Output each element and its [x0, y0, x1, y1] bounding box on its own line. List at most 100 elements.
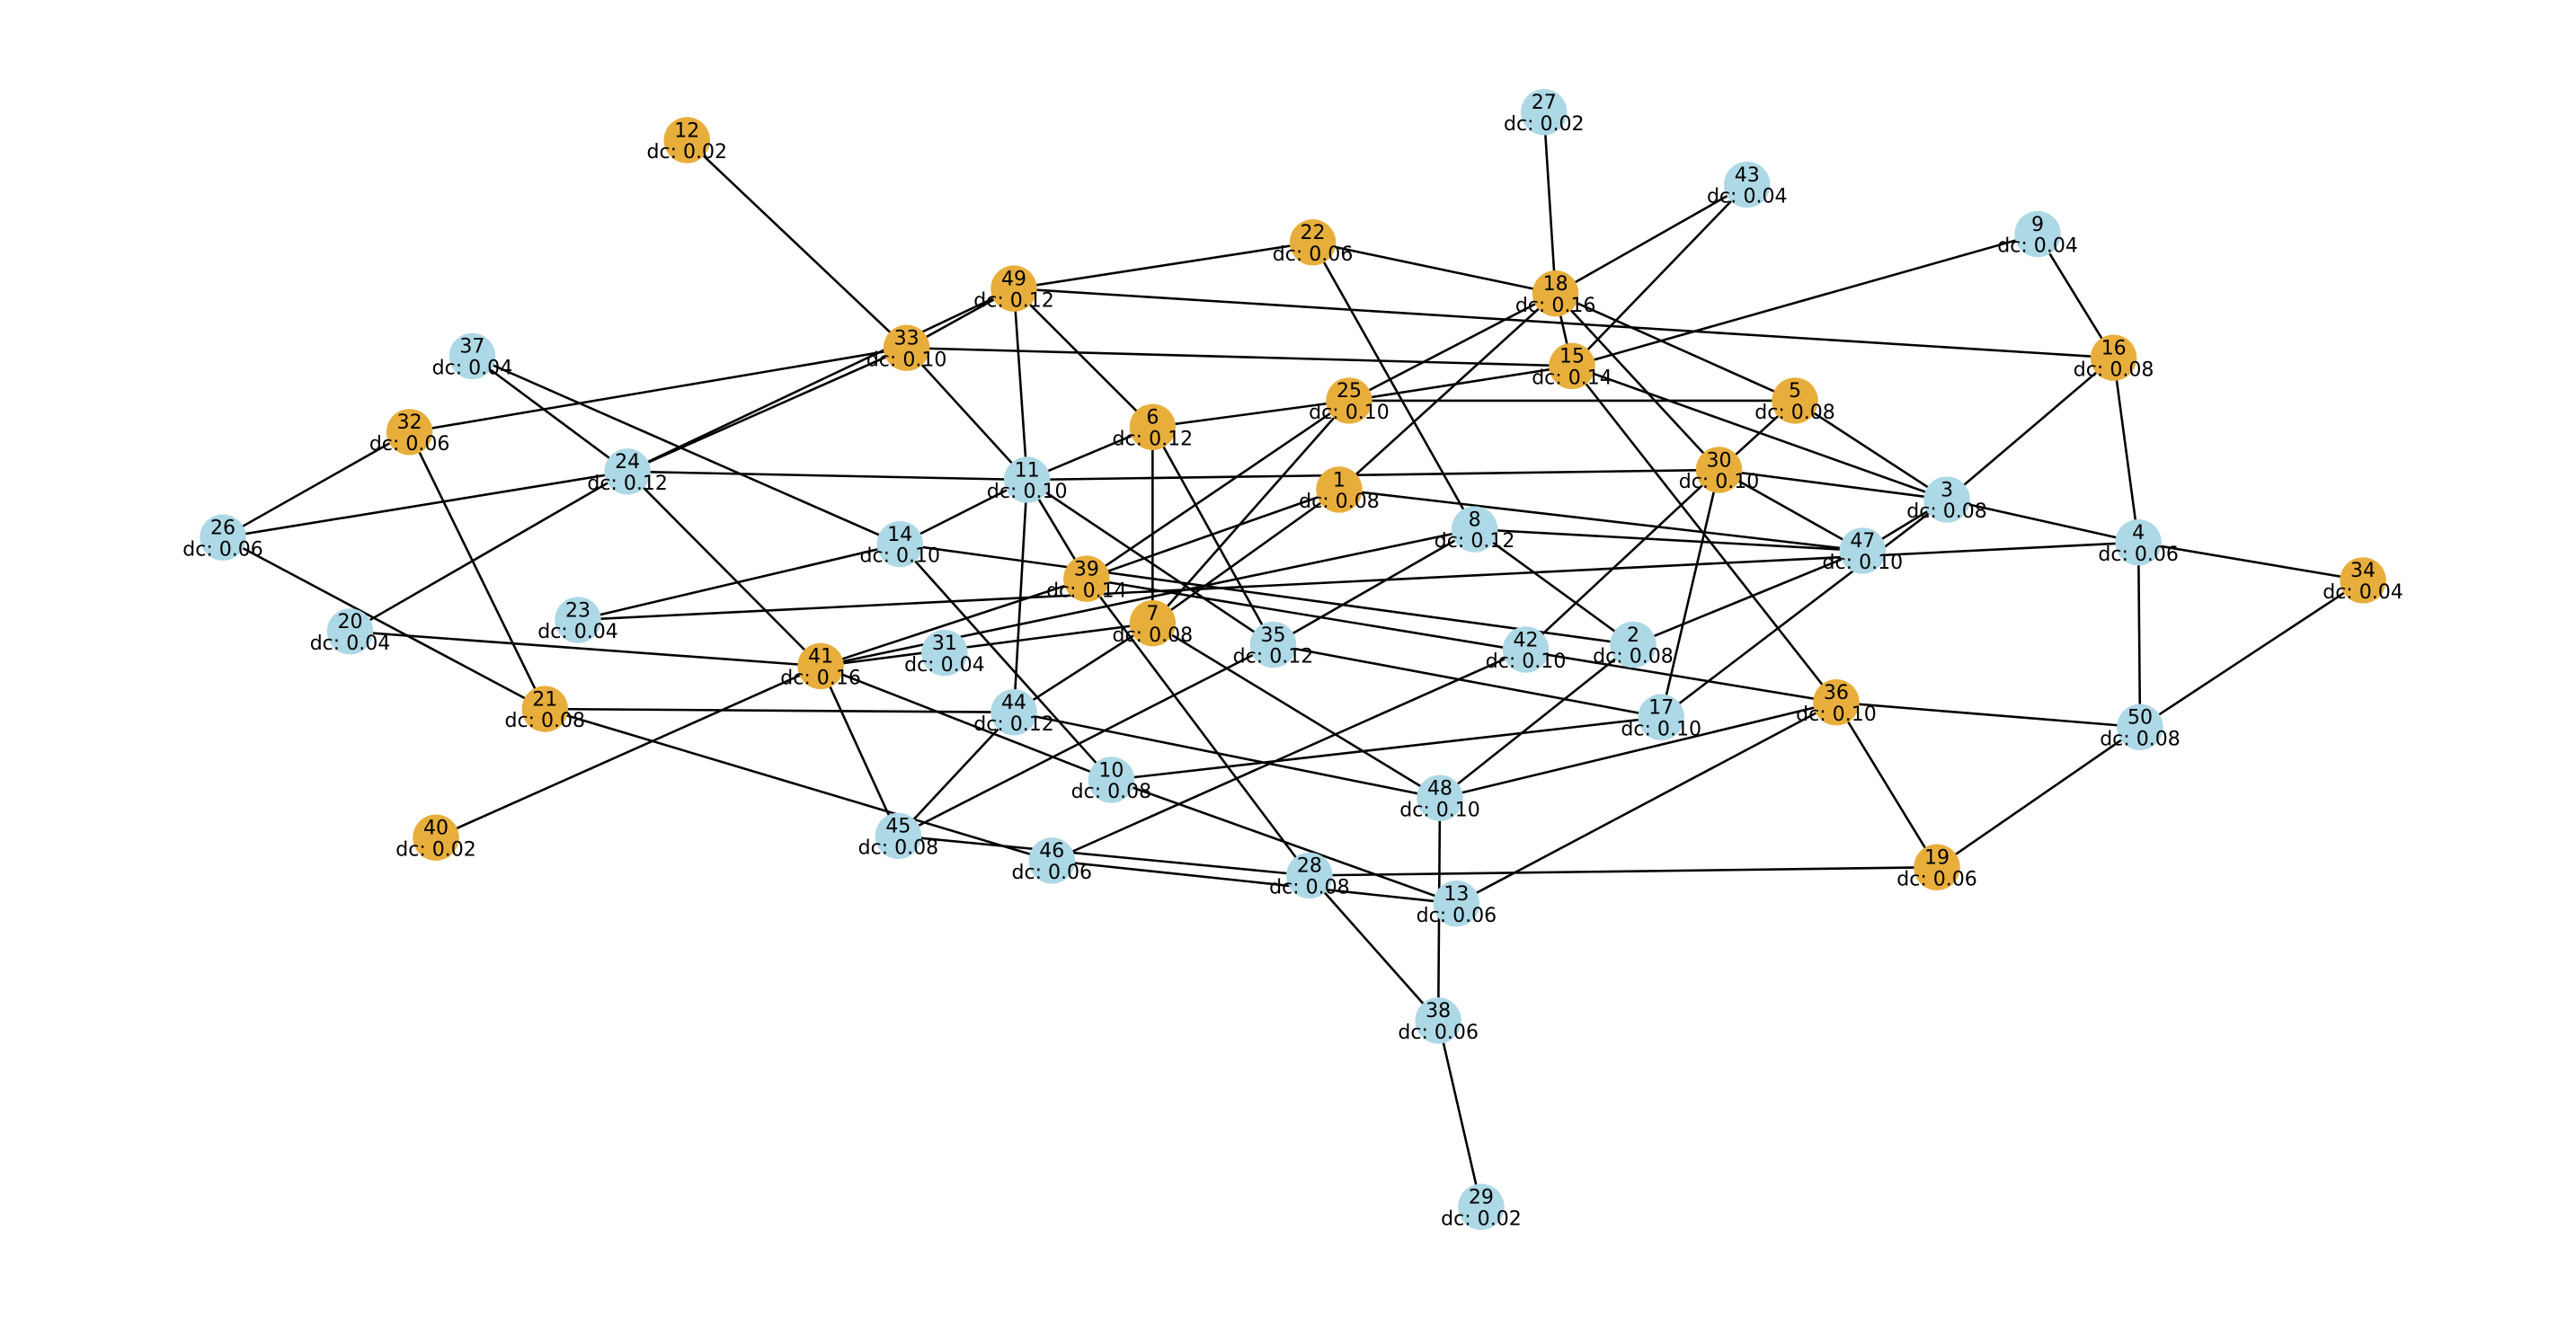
node-circle[interactable] [663, 117, 710, 164]
node-circle[interactable] [1772, 377, 1818, 424]
node-8[interactable]: 8dc: 0.12 [1435, 506, 1515, 553]
node-circle[interactable] [1923, 476, 1970, 523]
node-6[interactable]: 6dc: 0.12 [1113, 403, 1194, 451]
node-circle[interactable] [875, 812, 922, 860]
node-2[interactable]: 2dc: 0.08 [1593, 621, 1674, 668]
node-circle[interactable] [1724, 161, 1771, 208]
node-circle[interactable] [1326, 377, 1372, 424]
node-circle[interactable] [2340, 557, 2386, 604]
node-circle[interactable] [883, 324, 930, 371]
node-circle[interactable] [1088, 757, 1135, 803]
node-circle[interactable] [1532, 270, 1579, 317]
node-circle[interactable] [1695, 447, 1743, 493]
node-circle[interactable] [1316, 466, 1363, 513]
node-7[interactable]: 7dc: 0.08 [1113, 599, 1194, 647]
node-circle[interactable] [1451, 506, 1498, 553]
node-circle[interactable] [604, 448, 651, 495]
node-circle[interactable] [1129, 403, 1177, 450]
node-circle[interactable] [1638, 694, 1684, 740]
node-4[interactable]: 4dc: 0.06 [2098, 519, 2179, 566]
node-circle[interactable] [1249, 621, 1297, 668]
node-circle[interactable] [2014, 210, 2061, 258]
node-circle[interactable] [2115, 519, 2162, 566]
node-circle[interactable] [1813, 679, 1860, 726]
node-circle[interactable] [921, 629, 968, 677]
node-circle[interactable] [1417, 775, 1463, 821]
node-circle[interactable] [449, 332, 496, 380]
node-circle[interactable] [1415, 997, 1461, 1044]
node-circle[interactable] [1129, 599, 1177, 647]
node-circle[interactable] [200, 514, 246, 561]
node-circle[interactable] [386, 409, 433, 456]
node-circle[interactable] [1549, 342, 1595, 390]
node-circle[interactable] [1521, 89, 1568, 136]
node-circle[interactable] [2117, 704, 2163, 750]
node-circle[interactable] [1610, 621, 1657, 668]
node-circle[interactable] [555, 597, 601, 643]
node-circle[interactable] [1433, 880, 1480, 927]
node-9[interactable]: 9dc: 0.04 [1997, 210, 2078, 258]
node-1[interactable]: 1dc: 0.08 [1299, 466, 1380, 513]
node-circle[interactable] [521, 686, 568, 732]
node-circle[interactable] [1004, 456, 1051, 503]
node-circle[interactable] [990, 689, 1037, 736]
node-circle[interactable] [326, 608, 374, 655]
node-circle[interactable] [1458, 1183, 1505, 1230]
node-circle[interactable] [413, 814, 459, 861]
node-circle[interactable] [2090, 334, 2137, 381]
node-circle[interactable] [1028, 837, 1076, 884]
node-circle[interactable] [1286, 852, 1333, 899]
node-circle[interactable] [990, 265, 1037, 312]
node-circle[interactable] [1289, 219, 1337, 266]
node-circle[interactable] [876, 520, 923, 568]
node-5[interactable]: 5dc: 0.08 [1754, 377, 1835, 424]
node-circle[interactable] [1914, 844, 1960, 890]
node-circle[interactable] [1502, 626, 1550, 673]
node-3[interactable]: 3dc: 0.08 [1906, 476, 1987, 523]
node-circle[interactable] [1839, 527, 1887, 574]
node-circle[interactable] [1063, 555, 1110, 602]
node-circle[interactable] [797, 642, 844, 690]
